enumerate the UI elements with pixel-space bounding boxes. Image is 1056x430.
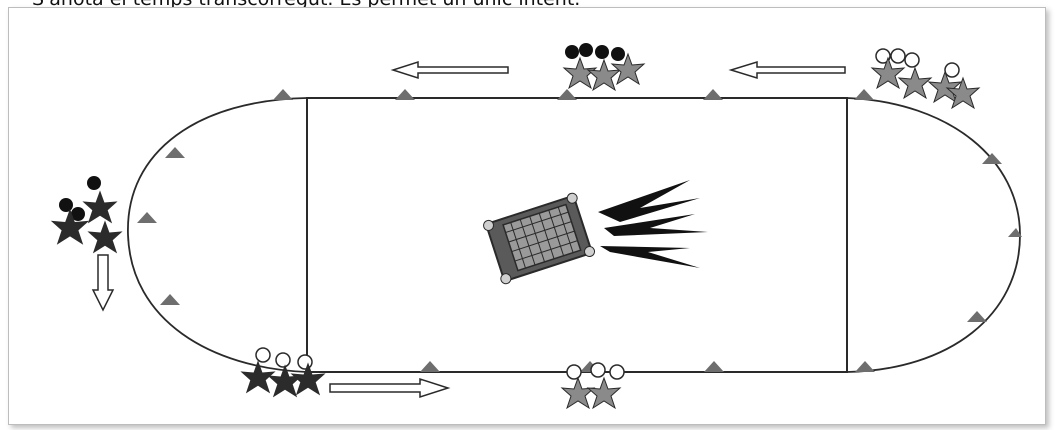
arrow-icon: [728, 60, 846, 80]
player-group-top-right: [871, 48, 980, 109]
cone-icon: [855, 361, 875, 372]
cone-icon: [967, 311, 987, 322]
cone-icon: [165, 147, 185, 158]
player-group-left: [50, 176, 123, 254]
cone-icon: [704, 361, 724, 372]
caption-text: S'anota el temps transcorregut. Es perme…: [32, 0, 580, 10]
cone-icon: [395, 89, 415, 100]
arrow-icon: [329, 377, 451, 399]
cone-icon: [420, 361, 440, 372]
arrow-icon: [390, 60, 509, 80]
cone-icon: [137, 212, 157, 223]
cones: [137, 89, 1022, 372]
cone-icon: [1008, 228, 1022, 237]
cone-icon: [160, 294, 180, 305]
cone-icon: [273, 89, 293, 100]
player-group-bottom-left: [240, 347, 326, 398]
cone-icon: [854, 89, 874, 100]
player-group-top-center: [563, 43, 645, 91]
left-curve: [127, 97, 308, 373]
arrows: [91, 60, 846, 399]
arrow-icon: [91, 254, 115, 312]
right-curve: [846, 97, 1021, 373]
cone-icon: [557, 89, 577, 100]
cone-icon: [703, 89, 723, 100]
cone-icon: [982, 153, 1002, 164]
player-group-bottom-center: [561, 362, 625, 409]
speaker-box-icon: [483, 180, 708, 285]
